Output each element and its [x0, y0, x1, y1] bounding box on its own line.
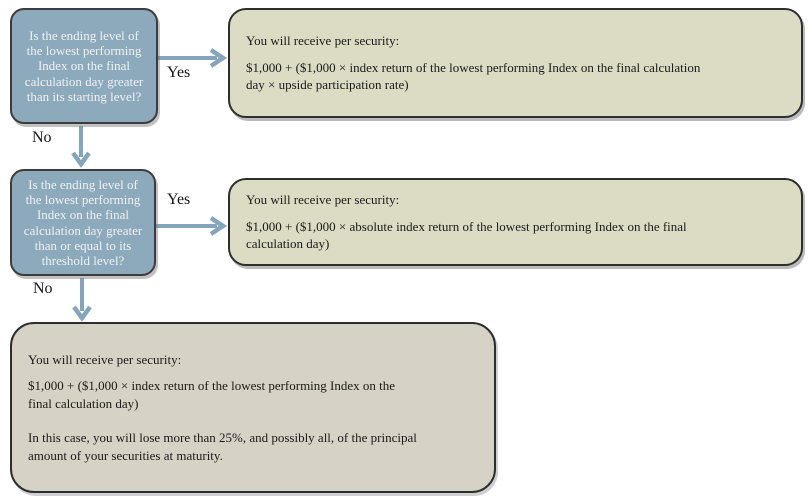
- no-label-1: No: [32, 129, 52, 146]
- question-box-threshold-level: Is the ending level of the lowest perfor…: [10, 169, 156, 276]
- payout-box-absolute-return: You will receive per security: $1,000 + …: [228, 178, 803, 266]
- yes-arrow-right-2: [156, 216, 228, 236]
- question-box-starting-level: Is the ending level of the lowest perfor…: [10, 8, 158, 124]
- payout-box-upside: You will receive per security: $1,000 + …: [228, 8, 803, 118]
- yes-label-2: Yes: [167, 191, 191, 208]
- yes-label-1: Yes: [167, 64, 191, 81]
- payout-absolute-formula: $1,000 + ($1,000 × absolute index return…: [246, 218, 687, 252]
- no-arrow-down-1: [71, 126, 91, 168]
- payout-box-loss: You will receive per security: $1,000 + …: [10, 322, 496, 493]
- question-threshold-text: Is the ending level of the lowest perfor…: [23, 176, 143, 269]
- no-label-2: No: [33, 280, 53, 297]
- payout-loss-note: In this case, you will lose more than 25…: [28, 430, 417, 463]
- payout-upside-formula: $1,000 + ($1,000 × index return of the l…: [246, 59, 701, 93]
- payout-loss-title: You will receive per security:: [28, 351, 182, 367]
- no-arrow-down-2: [72, 278, 92, 322]
- question-starting-text: Is the ending level of the lowest perfor…: [24, 27, 144, 104]
- payout-loss-formula: $1,000 + ($1,000 × index return of the l…: [28, 378, 396, 411]
- payout-absolute-title: You will receive per security:: [246, 192, 400, 208]
- payout-upside-title: You will receive per security:: [246, 33, 400, 49]
